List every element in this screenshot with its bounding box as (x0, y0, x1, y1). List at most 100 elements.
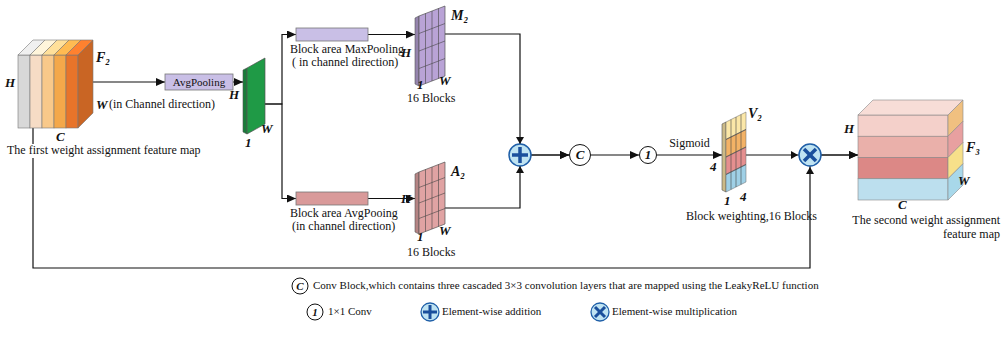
times-bar (804, 149, 816, 161)
legend-text: 1×1 Conv (328, 305, 372, 318)
dimension-label: H (401, 46, 411, 61)
caption-text: Block area MaxPooling (290, 43, 404, 57)
grid-line (741, 115, 742, 185)
caption-text: (in channel direction) (292, 220, 395, 234)
connector (657, 154, 722, 155)
input-feature-map: F₂HCWThe first weight assignment feature… (18, 40, 93, 128)
symbol-glyph: 1 (312, 306, 318, 319)
map-symbol: V₂ (748, 106, 762, 122)
max-block-map: M₂HW116 Blocks (415, 6, 445, 86)
connector (591, 154, 639, 155)
legend-entry: Conv Block,which contains three cascaded… (313, 279, 819, 292)
caption-text: The first weight assignment feature map (5, 144, 203, 158)
weighted-band (858, 115, 948, 136)
dimension-label: 1 (724, 194, 731, 209)
cube-top (858, 100, 963, 115)
dimension-label: W (96, 98, 108, 113)
block-avgpool-box: Block area AvgPooing(in channel directio… (296, 192, 368, 205)
feature-layer (18, 55, 30, 128)
caption-text: ( in channel direction) (292, 56, 398, 70)
legend-entry: Element-wise addition (442, 305, 541, 318)
weighted-band (858, 158, 948, 179)
caption-text: The second weight assignment feature map (850, 214, 1000, 242)
dimension-label: 1 (417, 230, 424, 245)
legend-entry: 1×1 Conv (328, 305, 372, 318)
grid-line (726, 165, 746, 175)
map-symbol: F₃ (966, 140, 980, 156)
conv-block-circle (292, 278, 308, 294)
weighted-band (858, 179, 948, 200)
grid-line (419, 209, 445, 219)
pooling-box (165, 74, 233, 90)
conv-block-circle: C (569, 144, 591, 166)
connector (445, 34, 569, 155)
addition-circle (509, 144, 531, 166)
feature-layer-side (78, 40, 93, 128)
multiplication-symbol (791, 144, 821, 174)
caption-text: Block area AvgPooing (290, 207, 398, 221)
legend-text: Element-wise addition (442, 305, 541, 318)
multiplication-circle (799, 144, 821, 166)
legend-text: Conv Block,which contains three cascaded… (313, 279, 819, 292)
grid-line (419, 59, 445, 69)
dimension-label: 4 (740, 190, 747, 205)
slab-side (722, 122, 726, 192)
dimension-label: 1 (417, 78, 424, 93)
dimension-label: W (261, 122, 273, 137)
avg-block-map: A₂HW116 Blocks (415, 162, 445, 234)
arrow-head (516, 166, 524, 173)
feature-layer (30, 55, 42, 128)
dimension-label: H (844, 122, 854, 137)
connector (265, 104, 296, 199)
weighted-band (858, 136, 948, 157)
feature-layer (54, 55, 66, 128)
connector (368, 34, 415, 35)
input-feature-map-shape (18, 40, 93, 128)
map-symbol: A₂ (451, 164, 465, 180)
connector (233, 81, 243, 82)
node-label: AvgPooling (173, 76, 225, 89)
dimension-label: 1 (245, 136, 252, 151)
connector (445, 155, 569, 208)
times-bar (595, 307, 605, 317)
arrow-head (806, 167, 814, 174)
dimension-label: C (898, 198, 907, 213)
node-label: 1 (645, 148, 652, 163)
grid-line (438, 9, 439, 79)
dimension-label: W (439, 224, 451, 239)
legend-text: Element-wise multiplication (612, 305, 737, 318)
map-symbol: F₂ (96, 50, 110, 66)
block-maxpool-box: Block area MaxPooling( in channel direct… (296, 28, 368, 41)
caption-text: (in Channel direction) (109, 98, 215, 112)
times-bar (804, 149, 816, 161)
edge-label: Sigmoid (667, 137, 712, 151)
pooling-box (296, 28, 368, 41)
plus-bar (518, 147, 522, 163)
operator-circle (570, 145, 591, 166)
dimension-label: 4 (710, 160, 717, 175)
avgpool-box: AvgPooling(in Channel direction) (165, 74, 233, 90)
conv1x1-circle (307, 304, 323, 320)
map-symbol: M₂ (451, 8, 468, 24)
dimension-label: W (958, 174, 970, 189)
slab-side (243, 68, 247, 134)
block-weight-map: V₂441Block weighting,16 Blocks (722, 112, 746, 192)
symbol-glyph: C (296, 280, 303, 293)
dimension-label: H (5, 76, 15, 91)
operator-circle (640, 147, 657, 164)
arrow-head (791, 151, 798, 159)
dimension-label: H (229, 88, 239, 103)
grid-line (438, 165, 439, 227)
caption-text: Block weighting,16 Blocks (686, 210, 817, 224)
times-bar (595, 307, 605, 317)
output-feature-map-shape (858, 100, 963, 200)
block-maxpool-box-shape (296, 28, 368, 41)
arrow-head (516, 137, 524, 144)
dimension-label: C (56, 130, 65, 145)
output-feature-map: F₃HCWThe second weight assignment featur… (858, 100, 963, 200)
pooling-box (296, 192, 368, 205)
pooled-slab: H1W (243, 58, 265, 134)
addition-symbol (509, 137, 531, 173)
caption-text: 16 Blocks (407, 246, 455, 260)
block-weight-map-shape (722, 112, 746, 192)
